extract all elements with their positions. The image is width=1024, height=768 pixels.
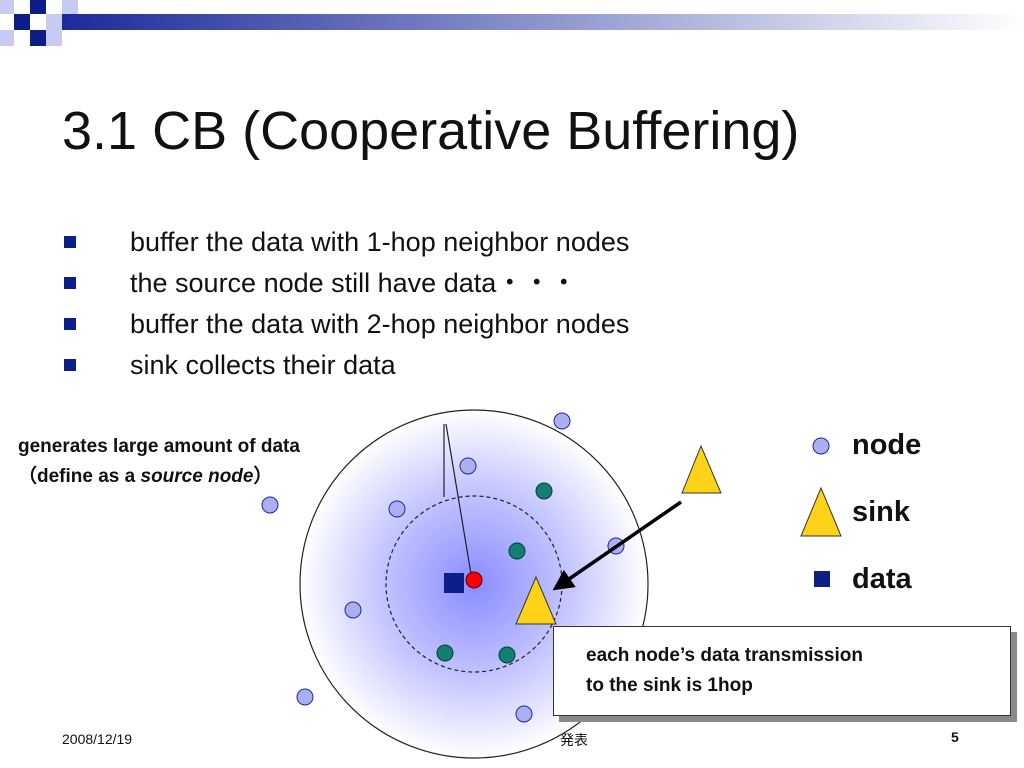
bullet-square-icon <box>64 318 76 330</box>
source-node-term: source node <box>140 466 254 487</box>
node <box>261 496 279 514</box>
bullet-text: sink collects their data <box>130 350 396 380</box>
bullet-text: the source node still have data・・・ <box>130 268 578 298</box>
source-note-line1: generates large amount of data <box>18 436 300 457</box>
sink-triangle <box>681 444 722 494</box>
page-number: 5 <box>951 729 959 745</box>
node <box>388 500 406 518</box>
node <box>553 412 571 430</box>
node <box>515 705 533 723</box>
neighbor-node <box>498 646 516 664</box>
legend-sink-label: sink <box>852 496 911 528</box>
bullet-square-icon <box>64 236 76 248</box>
source-node-note: generates large amount of data （define a… <box>18 432 300 492</box>
neighbor-node <box>508 542 526 560</box>
source-node <box>465 571 483 589</box>
sink-triangle <box>515 575 557 625</box>
callout-text: each node’s data transmission to the sin… <box>586 641 863 701</box>
node <box>344 601 362 619</box>
node <box>459 457 477 475</box>
data-square <box>444 573 464 593</box>
callout-box: each node’s data transmission to the sin… <box>553 626 1011 716</box>
neighbor-node <box>535 482 553 500</box>
bullet-text: buffer the data with 2-hop neighbor node… <box>130 309 630 339</box>
legend-node-icon <box>812 437 830 455</box>
callout-line2: to the sink is 1hop <box>586 675 753 696</box>
bullet-square-icon <box>64 277 76 289</box>
bullet-square-icon <box>64 359 76 371</box>
callout-line1: each node’s data transmission <box>586 645 863 666</box>
source-note-line2: （define as a source node） <box>18 466 273 487</box>
legend-sink-icon <box>800 486 842 537</box>
header-decoration <box>0 0 1024 46</box>
node <box>296 688 314 706</box>
range-radius-line <box>445 423 473 581</box>
sink-movement-arrow <box>552 500 682 591</box>
neighbor-node <box>436 644 454 662</box>
legend-data-icon <box>814 571 830 587</box>
legend-data-label: data <box>852 563 912 595</box>
slide-title: 3.1 CB (Cooperative Buffering) <box>62 101 800 161</box>
footer-center-text: 発表 <box>560 732 588 748</box>
legend-node-label: node <box>852 429 922 461</box>
footer-date: 2008/12/19 <box>62 731 133 747</box>
bullet-text: buffer the data with 1-hop neighbor node… <box>130 227 630 257</box>
